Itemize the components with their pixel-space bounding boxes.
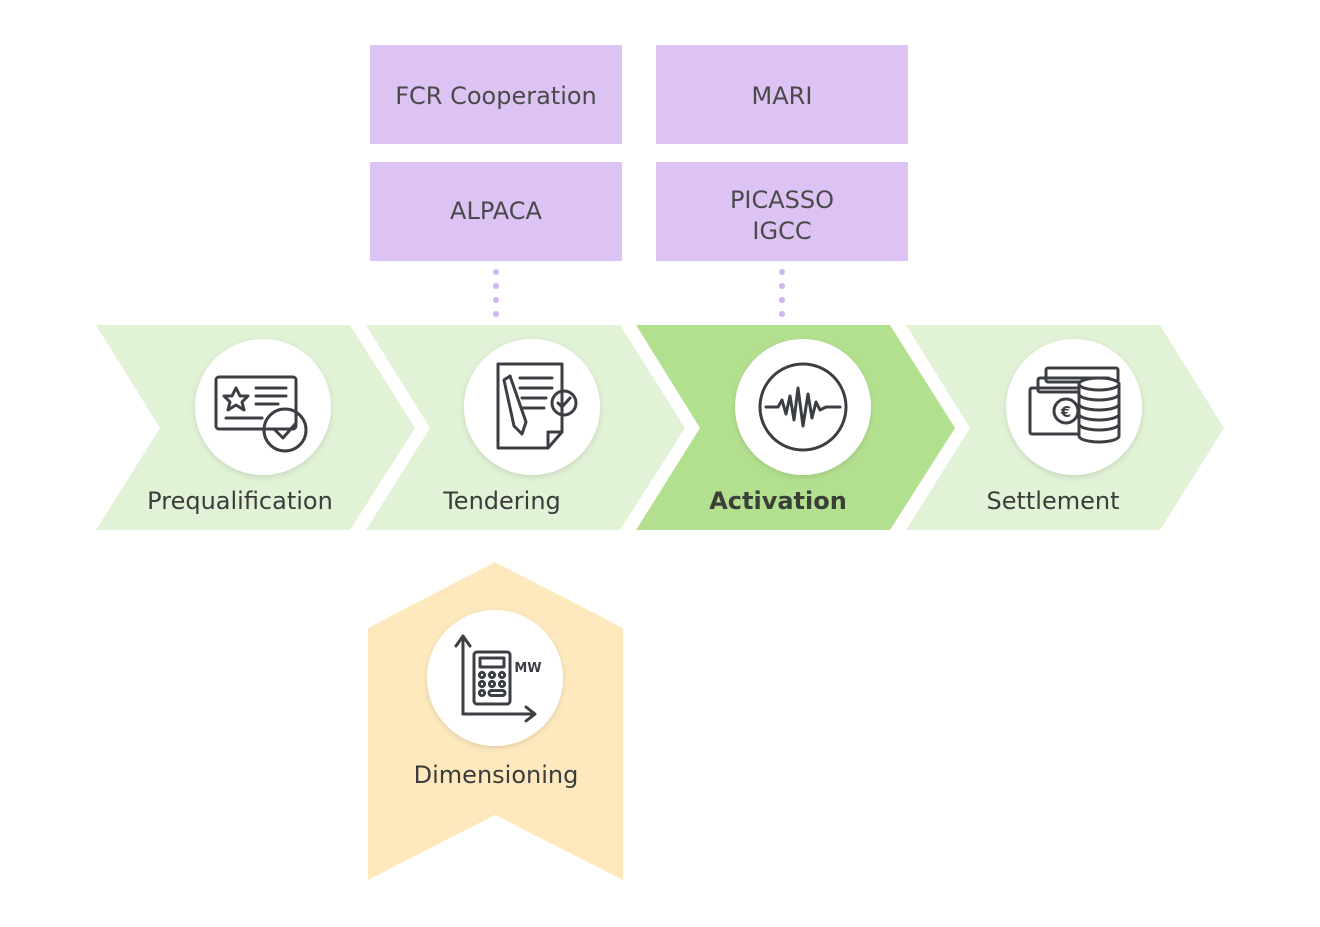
fcr-cooperation-label: FCR Cooperation [395, 82, 597, 110]
euro-bills-coins-icon: € [1028, 366, 1121, 444]
svg-text:€: € [1060, 403, 1071, 421]
igcc-label: IGCC [752, 217, 811, 245]
waveform-icon [758, 362, 848, 452]
stage-labels: Prequalification Tendering Activation Se… [147, 487, 1119, 789]
mari-label: MARI [752, 82, 813, 110]
calculator-chart-icon: MW [454, 634, 542, 723]
dotted-connectors [493, 269, 785, 317]
prequalification-label: Prequalification [147, 487, 333, 515]
settlement-label: Settlement [986, 487, 1119, 515]
platform-boxes: FCR Cooperation MARI ALPACA PICASSO IGCC [370, 45, 908, 261]
picasso-igcc-box [656, 162, 908, 261]
mari-box [656, 45, 908, 144]
alpaca-label: ALPACA [450, 197, 542, 225]
fcr-cooperation-box [370, 45, 622, 144]
tendering-label: Tendering [442, 487, 561, 515]
mw-icon-text: MW [514, 661, 541, 676]
picasso-label: PICASSO [730, 186, 834, 214]
alpaca-box [370, 162, 622, 261]
dimensioning-label: Dimensioning [414, 761, 579, 789]
activation-label: Activation [709, 487, 847, 515]
document-pen-check-icon [496, 362, 578, 450]
certificate-check-icon [214, 375, 308, 453]
